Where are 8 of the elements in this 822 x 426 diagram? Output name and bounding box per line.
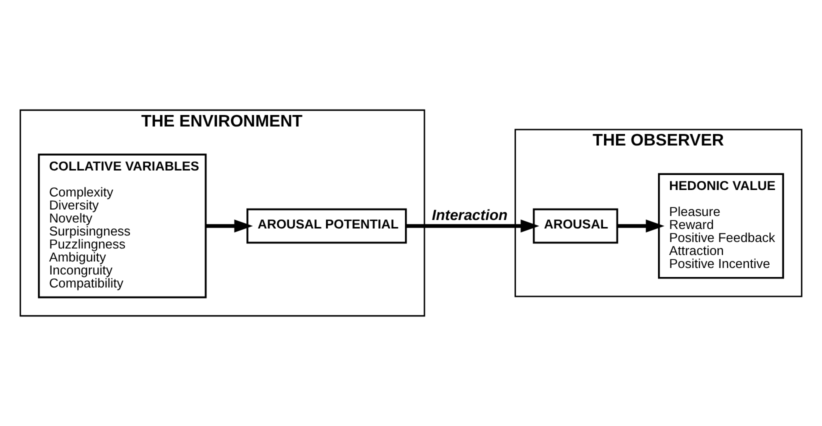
- node-box: AROUSAL: [532, 208, 618, 244]
- arrow: [617, 219, 664, 232]
- arrow: [206, 219, 253, 232]
- node-box: AROUSAL POTENTIAL: [246, 208, 407, 244]
- edge-label: Interaction: [432, 208, 508, 224]
- arrow: [406, 219, 540, 232]
- node-box: COLLATIVE VARIABLES Complexity Diversity Novelty Surpisingness Puzzlingness Ambiguity Incongruity Compatibility: [38, 154, 207, 298]
- node-box: HEDONIC VALUE Pleasure Reward Positive Feedback Attraction Positive Incentive: [658, 173, 784, 279]
